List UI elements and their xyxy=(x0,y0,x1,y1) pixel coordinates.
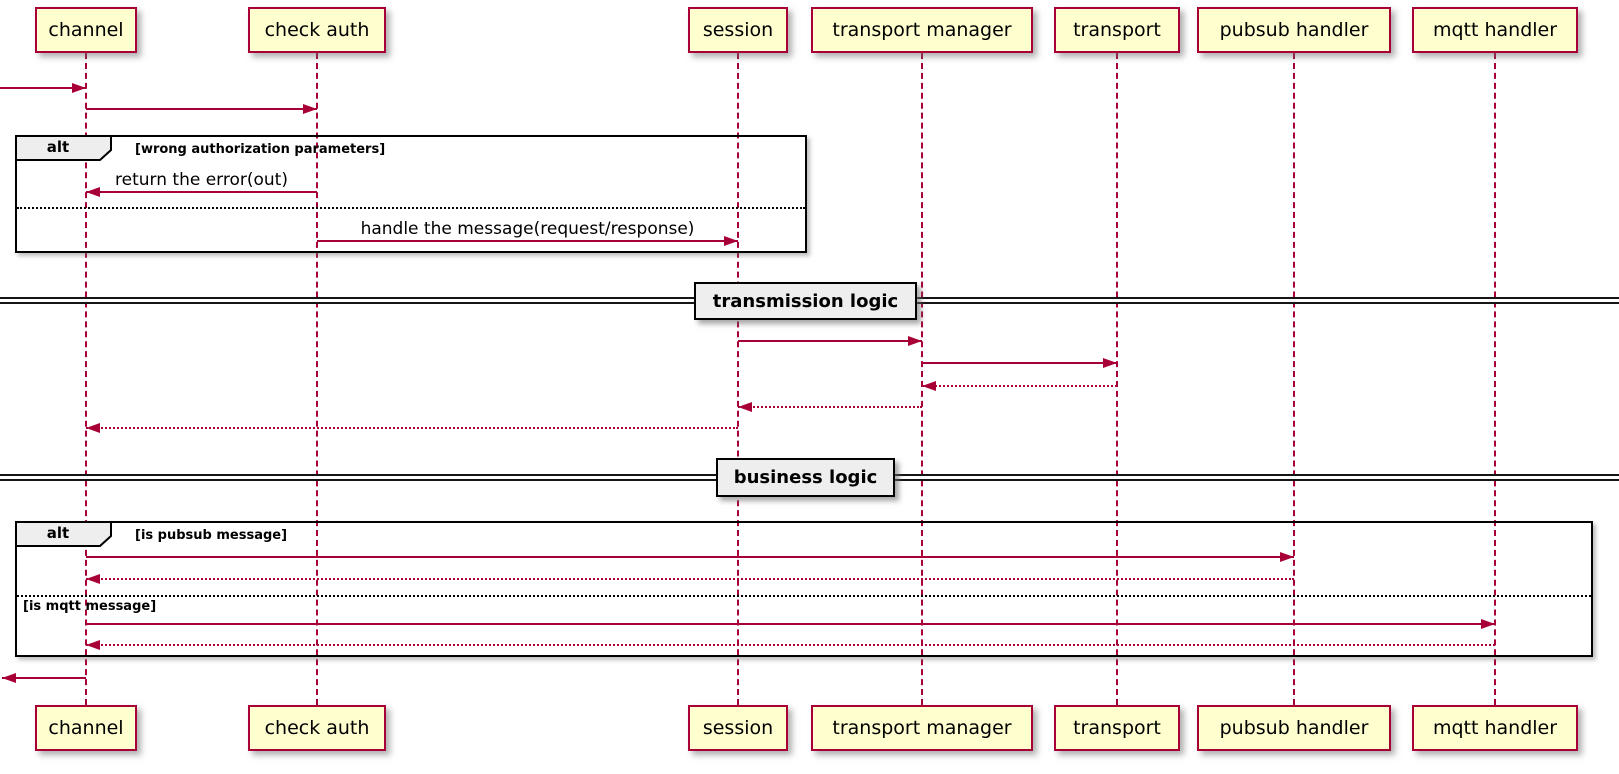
alt-operator-pentagon: alt xyxy=(15,521,113,548)
message-line-10 xyxy=(86,578,1294,580)
message-line-4 xyxy=(738,340,922,342)
lifeline-pubsub-handler xyxy=(1293,53,1295,705)
message-line-3 xyxy=(317,240,738,242)
lifeline-mqtt-handler xyxy=(1494,53,1496,705)
message-arrowhead-10 xyxy=(86,574,100,584)
lifeline-session xyxy=(737,53,739,705)
message-arrowhead-12 xyxy=(86,640,100,650)
alt-operator-label: alt xyxy=(46,524,70,542)
message-arrowhead-9 xyxy=(1280,552,1294,562)
participant-box-top-mqtt-handler: mqtt handler xyxy=(1412,7,1578,53)
alt-frame-1: alt [is pubsub message] [is mqtt message] xyxy=(15,521,1593,657)
pentagon-shape-icon xyxy=(15,521,112,547)
message-arrowhead-1 xyxy=(303,104,317,114)
message-line-9 xyxy=(86,556,1294,558)
frame-else-divider xyxy=(17,595,1591,597)
lifeline-transport xyxy=(1116,53,1118,705)
participant-box-bottom-channel: channel xyxy=(35,705,137,751)
message-line-5 xyxy=(922,362,1117,364)
participant-box-top-pubsub-handler: pubsub handler xyxy=(1197,7,1391,53)
alt-operator-label: alt xyxy=(46,138,70,156)
lifeline-check-auth xyxy=(316,53,318,705)
alt-frame-0: alt [wrong authorization parameters] xyxy=(15,135,807,253)
message-label-3: handle the message(request/response) xyxy=(360,219,695,239)
participant-box-bottom-session: session xyxy=(688,705,788,751)
message-line-2 xyxy=(86,191,317,193)
participant-box-bottom-transport-manager: transport manager xyxy=(811,705,1033,751)
message-line-13 xyxy=(2,677,86,679)
frame-else-divider xyxy=(17,207,805,209)
message-arrowhead-2 xyxy=(86,187,100,197)
divider-label-business-logic: business logic xyxy=(716,458,895,497)
message-arrowhead-0 xyxy=(72,83,86,93)
frame-condition: [wrong authorization parameters] xyxy=(135,142,386,157)
participant-box-top-channel: channel xyxy=(35,7,137,53)
participant-box-top-check-auth: check auth xyxy=(248,7,386,53)
message-line-8 xyxy=(86,427,738,429)
message-arrowhead-8 xyxy=(86,423,100,433)
message-arrowhead-3 xyxy=(724,236,738,246)
alt-operator-pentagon: alt xyxy=(15,135,113,162)
message-line-11 xyxy=(86,623,1495,625)
participant-box-top-transport: transport xyxy=(1054,7,1180,53)
lifeline-channel xyxy=(85,53,87,705)
message-arrowhead-13 xyxy=(2,673,16,683)
frame-else-condition: [is mqtt message] xyxy=(23,599,157,614)
divider-label-transmission-logic: transmission logic xyxy=(694,282,917,320)
participant-box-bottom-mqtt-handler: mqtt handler xyxy=(1412,705,1578,751)
message-label-2: return the error(out) xyxy=(115,170,288,190)
pentagon-shape-icon xyxy=(15,135,112,161)
message-line-7 xyxy=(738,406,922,408)
message-line-0 xyxy=(0,87,86,89)
message-arrowhead-11 xyxy=(1481,619,1495,629)
lifeline-transport-manager xyxy=(921,53,923,705)
participant-box-bottom-pubsub-handler: pubsub handler xyxy=(1197,705,1391,751)
message-line-6 xyxy=(922,385,1117,387)
message-arrowhead-5 xyxy=(1103,358,1117,368)
participant-box-top-session: session xyxy=(688,7,788,53)
participant-box-top-transport-manager: transport manager xyxy=(811,7,1033,53)
message-line-12 xyxy=(86,644,1495,646)
frame-condition: [is pubsub message] xyxy=(135,528,288,543)
message-line-1 xyxy=(86,108,317,110)
message-arrowhead-4 xyxy=(908,336,922,346)
message-arrowhead-7 xyxy=(738,402,752,412)
participant-box-bottom-transport: transport xyxy=(1054,705,1180,751)
message-arrowhead-6 xyxy=(922,381,936,391)
participant-box-bottom-check-auth: check auth xyxy=(248,705,386,751)
